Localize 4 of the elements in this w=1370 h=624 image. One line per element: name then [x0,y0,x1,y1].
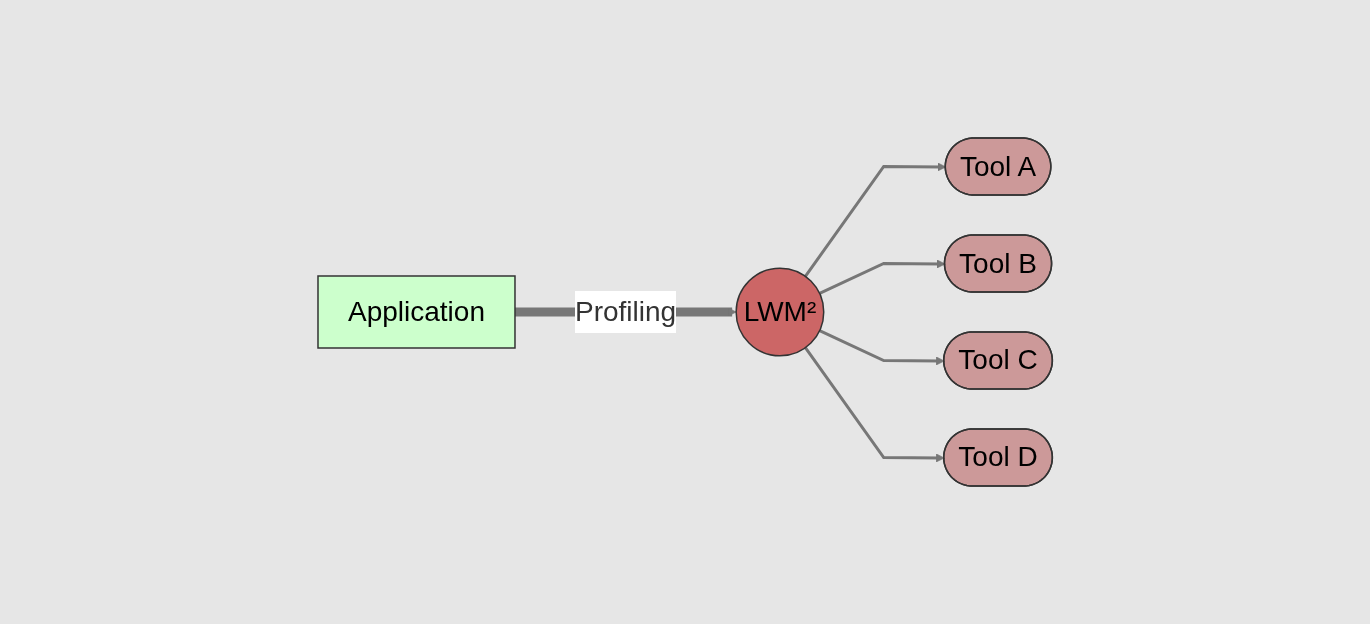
node-circle: LWM² [735,267,825,357]
edge-label: Profiling [574,296,676,327]
node-box: Application [317,275,516,349]
arrow [803,162,946,278]
